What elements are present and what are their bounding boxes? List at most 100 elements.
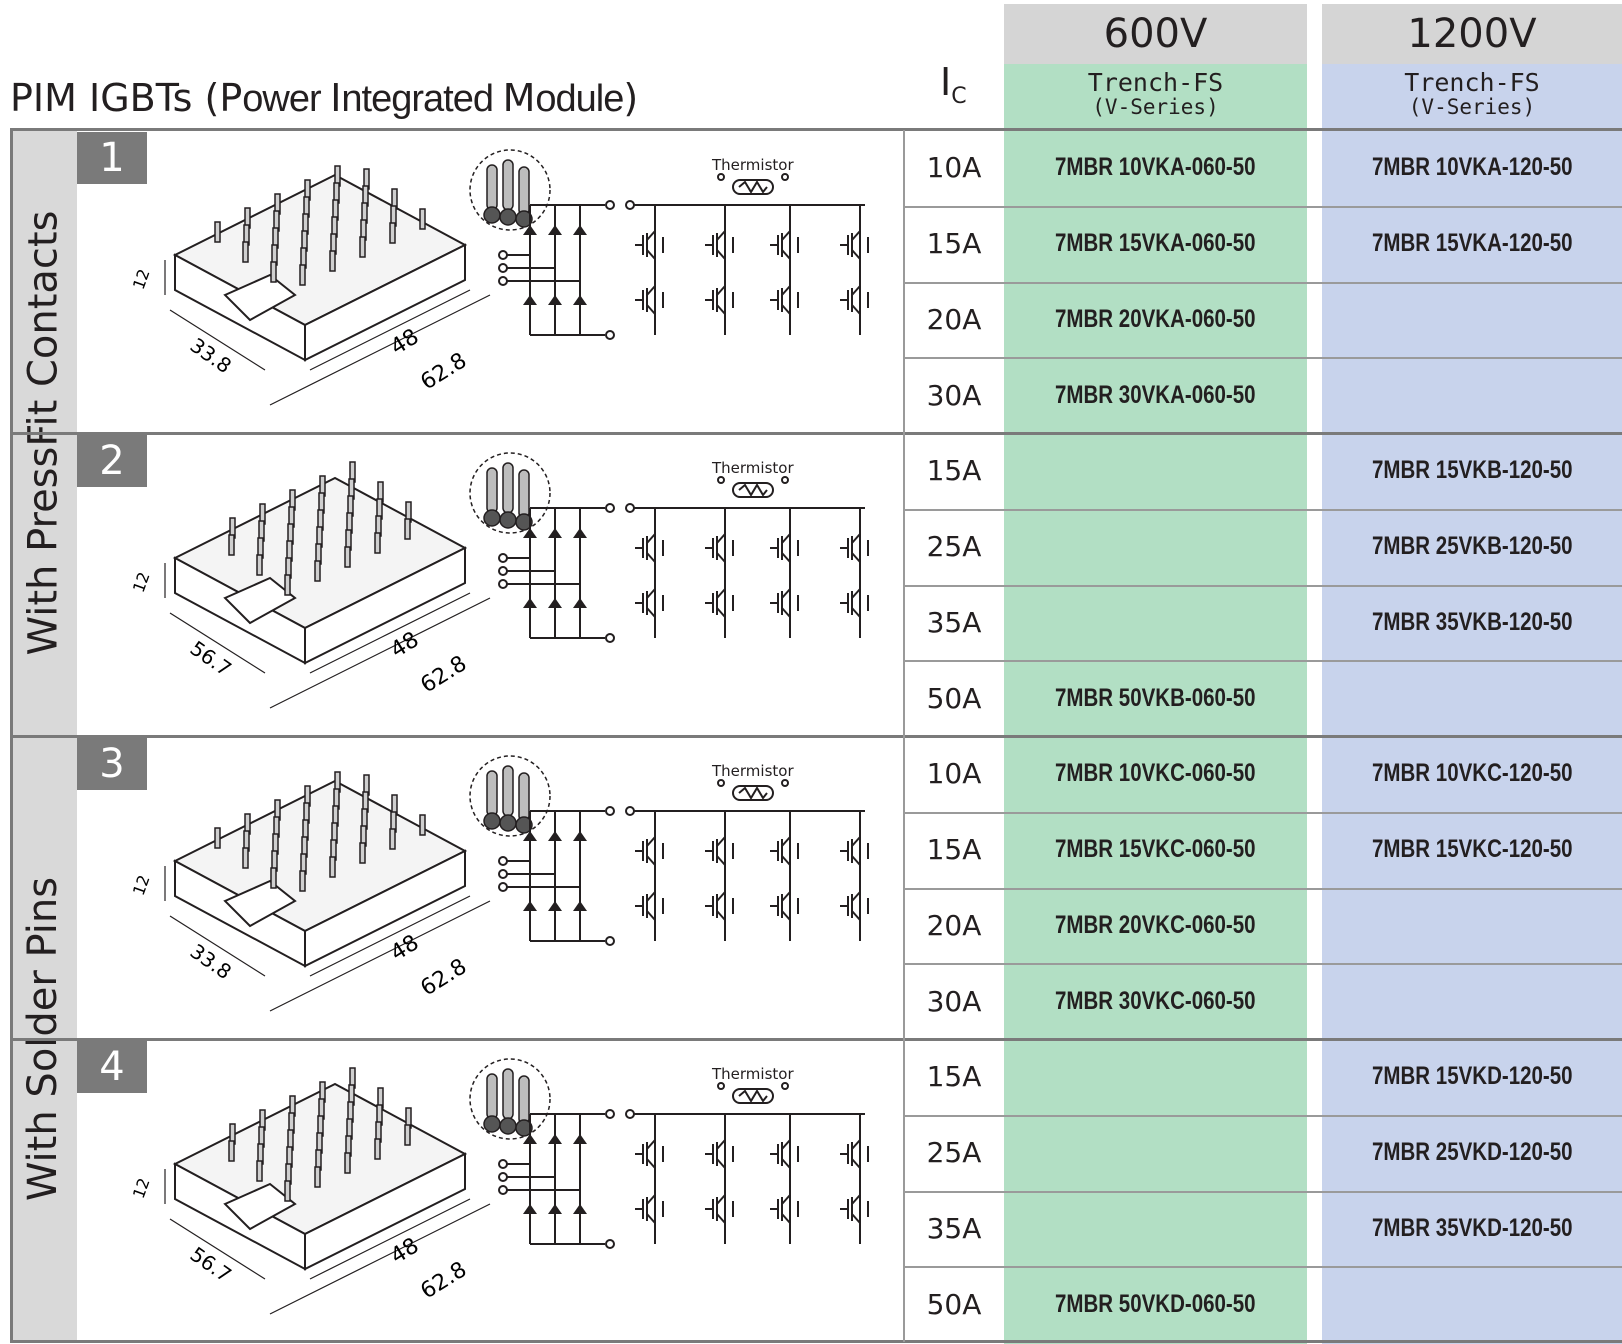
title-letter-m: M xyxy=(502,76,536,120)
part-number-1200v-cell-text: 7MBR 15VKC-120-50 xyxy=(1371,835,1573,864)
page-title: PIM IGBTs (Power Integrated Module) xyxy=(10,76,638,121)
module-package-drawing: 12 33.8 48 62.8 xyxy=(129,755,551,1012)
voltage-header-1200: 1200V xyxy=(1322,4,1622,64)
igbt-symbol xyxy=(840,1194,869,1224)
current-rating-cell: 30A xyxy=(904,963,1004,1039)
part-number-600v-cell: 7MBR 50VKD-060-50 xyxy=(1004,1266,1307,1342)
part-number-600v-cell-text: 7MBR 10VKA-060-50 xyxy=(1055,153,1256,182)
current-rating-cell: 25A xyxy=(904,509,1004,585)
package-pin xyxy=(242,241,249,263)
row-divider xyxy=(904,1190,1622,1193)
bottom-border xyxy=(10,1340,1622,1343)
current-rating-cell: 35A xyxy=(904,585,1004,661)
part-number-600v-cell-text: 7MBR 10VKC-060-50 xyxy=(1055,759,1256,788)
igbt-symbol xyxy=(840,1139,869,1169)
part-number-1200v-cell: 7MBR 15VKD-120-50 xyxy=(1322,1039,1622,1115)
left-border xyxy=(10,128,13,1343)
igbt-symbol xyxy=(840,230,869,260)
part-number-1200v-cell-text: 7MBR 15VKA-120-50 xyxy=(1371,229,1573,258)
dimension-lines xyxy=(164,1169,491,1315)
package-pins xyxy=(214,771,426,892)
tech-1200-series: (V-Series) xyxy=(1408,95,1536,119)
package-pin xyxy=(299,264,306,286)
part-number-600v-cell: 7MBR 20VKA-060-50 xyxy=(1004,282,1307,358)
title-rest-i: ntegrated xyxy=(341,78,503,120)
module-number: 2 xyxy=(99,438,125,484)
package-pin xyxy=(389,222,396,244)
dimension-lines xyxy=(164,563,491,709)
igbt-symbol xyxy=(635,836,664,866)
part-number-1200v-cell: 7MBR 15VKC-120-50 xyxy=(1322,812,1622,888)
part-number-1200v-cell: 7MBR 35VKD-120-50 xyxy=(1322,1191,1622,1267)
dimension-length: 62.8 xyxy=(416,1257,471,1304)
part-number-600v-cell: 7MBR 30VKC-060-50 xyxy=(1004,963,1307,1039)
current-column-divider xyxy=(903,130,905,1342)
column-1200-background xyxy=(1322,64,1622,1344)
dimension-height: 12 xyxy=(129,1175,154,1201)
dimension-width: 33.8 xyxy=(186,939,236,984)
voltage-header-600: 600V xyxy=(1004,4,1307,64)
part-number-600v-cell-text: 7MBR 30VKC-060-50 xyxy=(1055,986,1256,1015)
package-pins xyxy=(228,1067,412,1202)
part-number-1200v-cell-text: 7MBR 25VKD-120-50 xyxy=(1371,1138,1573,1167)
current-rating-cell-text: 25A xyxy=(926,1136,982,1170)
section-divider xyxy=(10,1038,1622,1041)
package-pin xyxy=(329,856,336,878)
igbt-symbol xyxy=(840,836,869,866)
part-number-600v-cell: 7MBR 30VKA-060-50 xyxy=(1004,357,1307,433)
current-rating-cell: 10A xyxy=(904,736,1004,812)
part-number-600v-cell: 7MBR 15VKC-060-50 xyxy=(1004,812,1307,888)
part-number-600v-cell xyxy=(1004,509,1307,585)
rectifier-diodes xyxy=(523,831,587,911)
current-rating-cell-text: 35A xyxy=(926,1211,982,1245)
dimension-height: 12 xyxy=(129,266,154,292)
current-rating-cell: 25A xyxy=(904,1115,1004,1191)
current-rating-cell-text: 35A xyxy=(926,605,982,639)
thermistor-label: Thermistor xyxy=(711,762,794,780)
current-rating-cell: 15A xyxy=(904,206,1004,282)
dimension-lines xyxy=(164,866,491,1012)
igbt-symbol xyxy=(840,533,869,563)
part-number-1200v-cell xyxy=(1322,357,1622,433)
current-rating-cell-text: 30A xyxy=(926,378,982,412)
part-number-1200v-cell-text: 7MBR 15VKD-120-50 xyxy=(1371,1062,1573,1091)
current-rating-cell: 50A xyxy=(904,1266,1004,1342)
dimension-length: 62.8 xyxy=(416,954,471,1001)
ic-symbol: I xyxy=(940,60,952,104)
igbt-switches xyxy=(635,1139,869,1224)
title-letter-i: I xyxy=(330,76,342,120)
igbt-symbol xyxy=(770,1139,799,1169)
module-package-drawing: 12 56.7 48 62.8 xyxy=(129,452,551,709)
part-number-1200v-cell: 7MBR 15VKB-120-50 xyxy=(1322,433,1622,509)
current-rating-cell-text: 25A xyxy=(926,530,982,564)
package-pin xyxy=(389,828,396,850)
igbt-symbol xyxy=(635,1194,664,1224)
voltage-1200-label: 1200V xyxy=(1407,11,1537,57)
part-number-600v-cell-text: 7MBR 20VKA-060-50 xyxy=(1055,304,1256,333)
current-rating-cell: 30A xyxy=(904,357,1004,433)
igbt-symbol xyxy=(770,285,799,315)
current-rating-cell-text: 50A xyxy=(926,1287,982,1321)
package-pin xyxy=(329,250,336,272)
row-divider xyxy=(904,281,1622,284)
package-pin xyxy=(299,870,306,892)
module-2-badge: 2 xyxy=(77,435,147,487)
circuit-diagram: Thermistor xyxy=(498,459,869,643)
part-number-1200v-cell: 7MBR 15VKA-120-50 xyxy=(1322,206,1622,282)
title-main: PIM IGBTs xyxy=(10,76,193,120)
ic-subscript: C xyxy=(951,84,967,109)
igbt-symbol xyxy=(770,230,799,260)
igbt-symbol xyxy=(770,533,799,563)
row-divider xyxy=(904,508,1622,511)
igbt-symbol xyxy=(635,1139,664,1169)
igbt-symbol xyxy=(705,588,734,618)
part-number-1200v-cell: 7MBR 25VKB-120-50 xyxy=(1322,509,1622,585)
dimension-width: 56.7 xyxy=(186,636,236,681)
current-rating-cell-text: 20A xyxy=(926,302,982,336)
igbt-symbol xyxy=(770,588,799,618)
dimension-depth: 48 xyxy=(386,627,423,663)
part-number-600v-cell xyxy=(1004,433,1307,509)
dimension-height: 12 xyxy=(129,569,154,595)
part-number-1200v-cell-text: 7MBR 10VKA-120-50 xyxy=(1371,153,1573,182)
igbt-symbol xyxy=(770,1194,799,1224)
